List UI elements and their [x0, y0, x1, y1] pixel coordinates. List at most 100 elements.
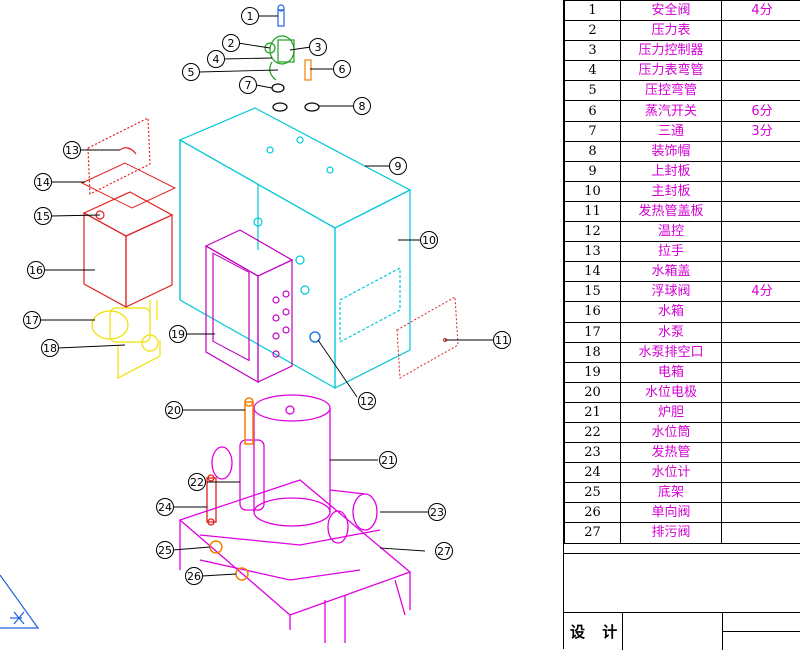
callout-19: 19 [170, 326, 187, 343]
bom-item-number: 5 [565, 81, 621, 101]
callout-1: 1 [242, 8, 259, 25]
bom-item-number: 1 [565, 1, 621, 21]
callout-number: 3 [315, 41, 322, 54]
bom-item-name: 炉胆 [621, 402, 722, 422]
callout-number: 2 [228, 37, 235, 50]
bom-item-number: 25 [565, 483, 621, 503]
bom-item-number: 3 [565, 41, 621, 61]
bom-item-number: 2 [565, 21, 621, 41]
callout-6: 6 [334, 61, 351, 78]
callout-21: 21 [380, 452, 397, 469]
callout-number: 11 [495, 334, 509, 347]
callout-4: 4 [208, 51, 225, 68]
bom-item-spec [722, 41, 800, 61]
bom-item-spec [722, 222, 800, 242]
bom-item-name: 拉手 [621, 242, 722, 262]
bom-item-name: 水箱 [621, 302, 722, 322]
bom-item-spec [722, 463, 800, 483]
bom-item-name: 底架 [621, 483, 722, 503]
corner-symbol [0, 575, 38, 628]
callout-9: 9 [390, 158, 407, 175]
callout-11: 11 [494, 332, 511, 349]
bom-item-name: 水泵排空口 [621, 342, 722, 362]
callout-number: 24 [158, 501, 172, 514]
water-gauge [207, 475, 216, 525]
bom-item-name: 水箱盖 [621, 262, 722, 282]
water-pump [92, 300, 160, 378]
bom-item-spec [722, 81, 800, 101]
bom-item-name: 温控 [621, 222, 722, 242]
bom-item-number: 16 [565, 302, 621, 322]
callout-number: 16 [29, 264, 43, 277]
callout-20: 20 [166, 402, 183, 419]
bom-item-spec [722, 21, 800, 41]
callout-number: 6 [339, 63, 346, 76]
bom-item-number: 10 [565, 181, 621, 201]
callout-14: 14 [35, 174, 52, 191]
callout-10: 10 [421, 232, 438, 249]
bom-item-spec: 4分 [722, 1, 800, 21]
bom-item-spec: 3分 [722, 121, 800, 141]
callout-2: 2 [223, 35, 240, 52]
title-block: 设 计 [564, 553, 800, 649]
bom-item-number: 20 [565, 382, 621, 402]
bom-item-name: 三通 [621, 121, 722, 141]
callout-number: 8 [359, 100, 366, 113]
bom-item-spec [722, 523, 800, 543]
top-valve-assembly [265, 5, 319, 111]
bom-item-name: 水位电极 [621, 382, 722, 402]
callout-23: 23 [429, 504, 446, 521]
bom-item-name: 装饰帽 [621, 141, 722, 161]
bom-item-spec: 4分 [722, 282, 800, 302]
callout-number: 27 [437, 545, 451, 558]
bom-item-name: 主封板 [621, 181, 722, 201]
bom-item-name: 发热管盖板 [621, 201, 722, 221]
bom-item-name: 压力表 [621, 21, 722, 41]
bom-item-number: 6 [565, 101, 621, 121]
sign-cell-name [622, 613, 723, 650]
bom-item-spec [722, 483, 800, 503]
bom-item-name: 单向阀 [621, 503, 722, 523]
electric-control-box [206, 230, 292, 382]
bom-item-name: 上封板 [621, 161, 722, 181]
callout-number: 19 [171, 328, 185, 341]
bom-item-spec [722, 422, 800, 442]
bom-item-name: 水位计 [621, 463, 722, 483]
water-level-electrode [245, 398, 253, 444]
callout-number: 4 [213, 53, 220, 66]
callout-18: 18 [42, 340, 59, 357]
callout-number: 26 [187, 570, 201, 583]
bom-item-number: 8 [565, 141, 621, 161]
bom-item-spec [722, 181, 800, 201]
bom-item-spec [722, 302, 800, 322]
callout-number: 14 [36, 176, 50, 189]
bom-item-number: 13 [565, 242, 621, 262]
bom-item-spec [722, 161, 800, 181]
callout-leaders [40, 16, 494, 576]
sign-row: 设 计 [564, 612, 800, 650]
callout-number: 7 [245, 79, 252, 92]
callout-number: 15 [36, 210, 50, 223]
bom-item-spec [722, 201, 800, 221]
bom-item-spec [722, 443, 800, 463]
callout-25: 25 [157, 542, 174, 559]
bom-item-number: 27 [565, 523, 621, 543]
bom-item-spec [722, 141, 800, 161]
designer-label: 设 计 [570, 621, 623, 642]
bom-item-number: 4 [565, 61, 621, 81]
bom-item-spec [722, 342, 800, 362]
